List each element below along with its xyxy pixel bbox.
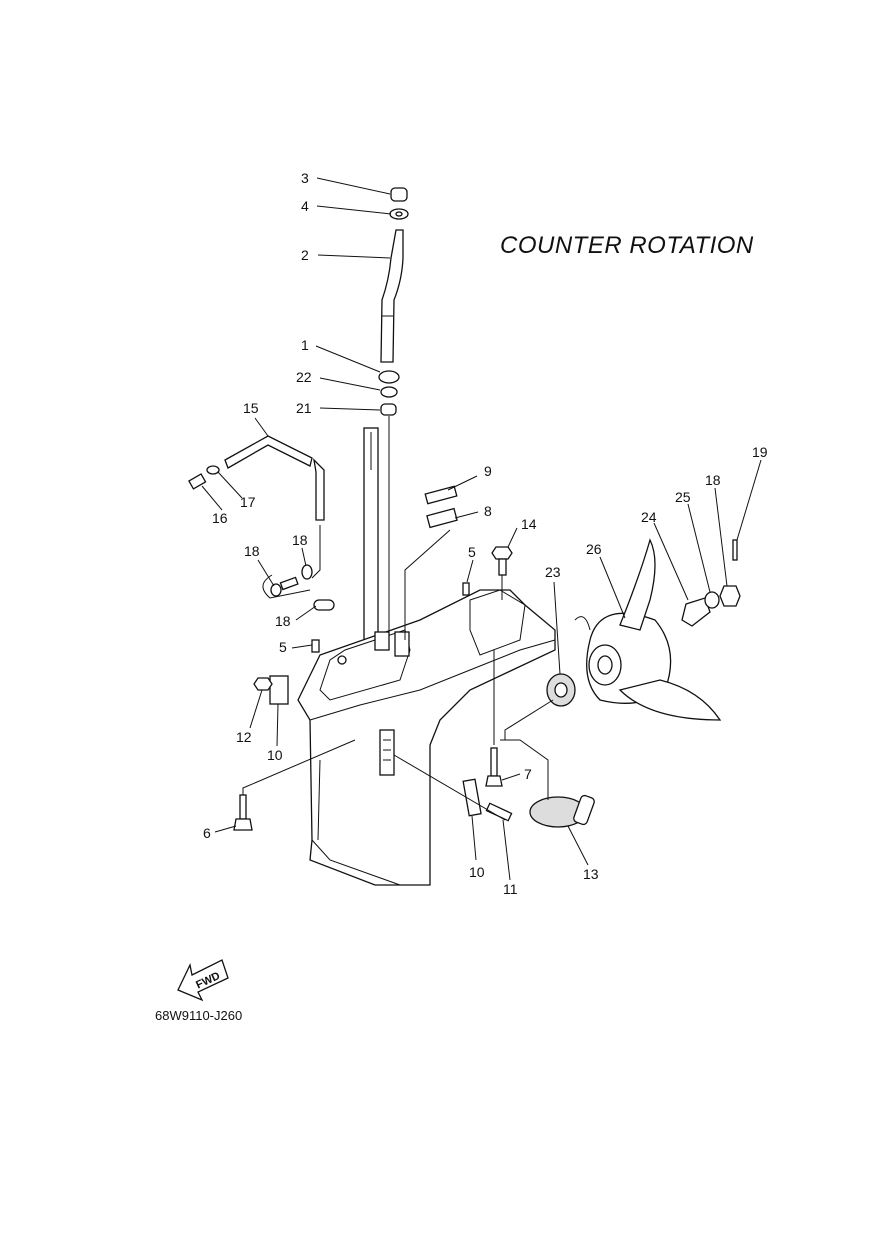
callout-10: 10	[469, 864, 485, 880]
part-8-key[interactable]	[426, 507, 458, 529]
part-12-bolt[interactable]	[485, 802, 513, 822]
hose-assembly	[188, 435, 335, 611]
callout-9: 9	[484, 463, 492, 479]
callout-18-mid: 18	[292, 532, 308, 548]
part-16-hose[interactable]	[224, 435, 313, 469]
part-5-dowel-pin[interactable]	[462, 582, 470, 596]
callout-3: 3	[301, 170, 309, 186]
callout-23: 25	[675, 489, 691, 505]
fwd-arrow-icon: FWD	[177, 959, 229, 1002]
callout-4: 4	[301, 198, 309, 214]
callout-24: 18	[705, 472, 721, 488]
callout-8: 8	[484, 503, 492, 519]
callout-labels: 3 4 2 1 22 21 15 17 16 18 18 18 5 12 10 …	[203, 170, 768, 897]
part-19-grommet[interactable]	[380, 403, 397, 416]
part-18-clip[interactable]	[206, 465, 220, 475]
callout-20: 22	[296, 369, 312, 385]
water-tube-assembly	[378, 187, 409, 416]
callout-19: 21	[296, 400, 312, 416]
part-23-washer[interactable]	[704, 591, 720, 609]
part-20-seal[interactable]	[380, 386, 398, 398]
part-3-grommet[interactable]	[390, 187, 408, 202]
callout-13: 12	[236, 729, 252, 745]
part-6-bolt[interactable]	[239, 794, 247, 820]
callout-11: 10	[267, 747, 283, 763]
part-15-bolt[interactable]	[491, 546, 513, 560]
part-9-key[interactable]	[424, 485, 458, 505]
callout-17: 16	[212, 510, 228, 526]
callout-21: 23	[545, 564, 561, 580]
callout-18-top: 17	[240, 494, 256, 510]
part-18-clip-d[interactable]	[313, 599, 335, 611]
part-5-dowel-pin-b[interactable]	[311, 639, 320, 653]
callout-1: 1	[301, 337, 309, 353]
callout-2: 2	[301, 247, 309, 263]
callout-18-left: 18	[244, 543, 260, 559]
part-22-spacer[interactable]	[681, 597, 711, 627]
callout-5-right: 5	[468, 544, 476, 560]
callout-14: 13	[583, 866, 599, 882]
diagram-code: 68W9110-J260	[155, 1008, 243, 1023]
part-13-nut[interactable]	[253, 677, 273, 691]
part-18-clip-b[interactable]	[270, 583, 282, 597]
part-24-nut[interactable]	[719, 585, 741, 607]
callout-16: 15	[243, 400, 259, 416]
callout-18-low: 18	[275, 613, 291, 629]
callout-12: 11	[503, 881, 518, 897]
water-inlet-grille	[379, 729, 395, 776]
callout-6: 6	[203, 825, 211, 841]
part-1-rubber-seal[interactable]	[378, 370, 400, 384]
part-10-trim-tab[interactable]	[462, 778, 482, 817]
part-17-fitting[interactable]	[188, 473, 207, 490]
small-parts	[233, 485, 595, 831]
leader-lines	[201, 177, 762, 881]
diagram-title: COUNTER ROTATION	[500, 232, 754, 259]
part-7-bolt[interactable]	[490, 747, 498, 777]
propeller-assembly	[504, 538, 741, 740]
part-25-cotter-pin[interactable]	[732, 539, 738, 561]
callout-7: 7	[524, 766, 532, 782]
part-18-clip-c[interactable]	[301, 564, 313, 580]
callout-25: 19	[752, 444, 768, 460]
shift-rod	[363, 427, 379, 649]
part-2-water-tube[interactable]	[380, 229, 404, 363]
callout-26: 26	[586, 541, 602, 557]
callout-22: 24	[641, 509, 657, 525]
callout-15: 14	[521, 516, 537, 532]
lower-unit-housing[interactable]	[297, 589, 556, 886]
callout-5-left: 5	[279, 639, 287, 655]
part-11-bracket[interactable]	[269, 675, 289, 705]
